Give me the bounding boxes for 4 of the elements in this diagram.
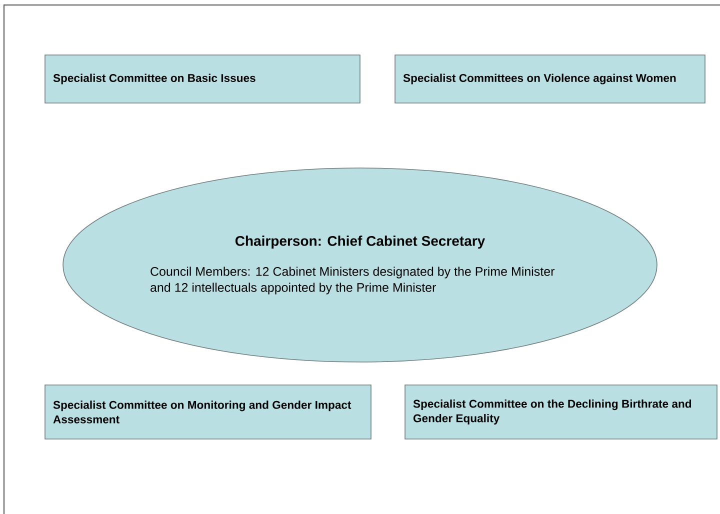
committee-box: Specialist Committee on Monitoring and Gender Impact Assessment: [44, 384, 372, 440]
committee-box: Specialist Committees on Violence against Women: [394, 54, 706, 104]
committee-box: Specialist Committee on the Declining Birthrate and Gender Equality: [404, 384, 718, 440]
committee-box: Specialist Committee on Basic Issues: [44, 54, 360, 104]
